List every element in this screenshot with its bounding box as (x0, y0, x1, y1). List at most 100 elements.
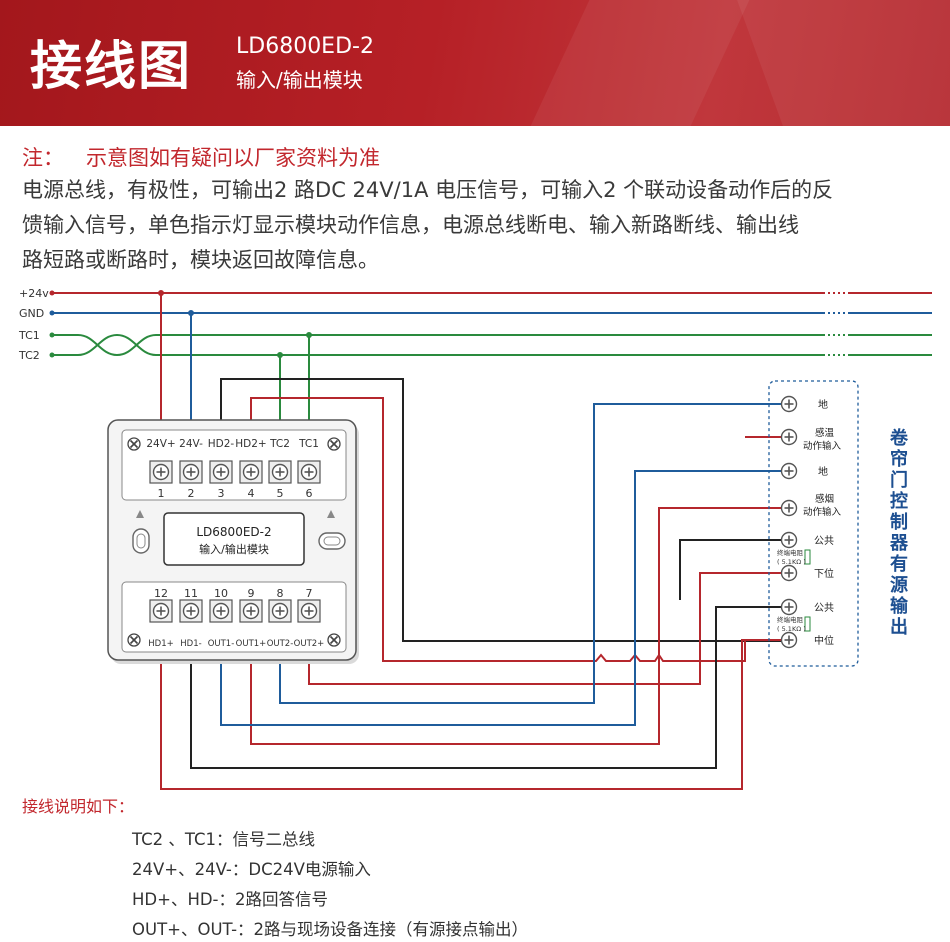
terminal-number: 9 (248, 587, 255, 600)
device-terminal-label: 动作输入 (803, 506, 842, 518)
device-terminal-screw-icon (780, 631, 798, 649)
device-terminal-screw-icon (780, 564, 798, 582)
indicator-arrow-icon (136, 510, 144, 518)
bus-connections (158, 290, 312, 424)
device-terminal-label: 地 (818, 465, 828, 478)
device-terminal-label: 感烟 (815, 493, 834, 505)
terminal-number: 1 (158, 487, 165, 500)
bus-tc1-line (52, 334, 825, 357)
device-name: 卷帘门控制器有源输出 (890, 428, 908, 638)
device-terminal-label: 公共 (814, 602, 834, 614)
device-terminal-screw-icon (780, 395, 798, 413)
resistor-icon (804, 616, 811, 632)
module-display (163, 512, 305, 566)
terminal-number: 2 (188, 487, 195, 500)
terminal-number: 10 (214, 587, 228, 600)
terminal-number: 4 (248, 487, 255, 500)
model-number: LD6800ED-2 (236, 34, 374, 59)
bus-label-24v: +24v (19, 287, 49, 300)
terminal-label: OUT1- (208, 639, 235, 649)
bus-end-dot (49, 310, 55, 316)
resistor-label: 终端电阻 (777, 615, 804, 624)
device-terminal-label: 下位 (814, 567, 834, 580)
module: 24V+ 24V- HD2- HD2+ TC2 TC1 1 2 3 4 5 6 … (107, 419, 359, 664)
wire-out2-plus (308, 572, 795, 685)
terminal-screw-icon (212, 602, 230, 620)
terminal-number: 12 (154, 587, 168, 600)
junction-dot (277, 352, 283, 358)
terminal-screw-icon (300, 602, 318, 620)
bus-end-dot (49, 290, 55, 296)
explanation-item: HD+、HD-：2路回答信号 (132, 890, 329, 909)
terminal-screw-icon (212, 463, 230, 481)
bus-tc2-line (52, 333, 825, 356)
terminal-label: OUT1+ (236, 639, 267, 649)
mount-screw-icon (327, 633, 341, 647)
feedback-wires (220, 378, 795, 662)
terminal-screw-icon (182, 602, 200, 620)
led-indicator (318, 532, 346, 550)
device-terminal-label: 公共 (814, 535, 834, 547)
banner-decoration (530, 0, 750, 126)
bus-label-gnd: GND (19, 307, 44, 320)
terminal-number: 8 (277, 587, 284, 600)
note-text: 示意图如有疑问以厂家资料为准 (86, 146, 380, 170)
indicator-arrow-icon (327, 510, 335, 518)
terminal-number: 5 (277, 487, 284, 500)
terminal-label: HD1- (180, 639, 201, 649)
bus-lines: +24v GND TC1 TC2 (18, 287, 932, 362)
explanation-item: TC2 、TC1：信号二总线 (132, 830, 316, 849)
device-terminal-screw-icon (780, 598, 798, 616)
terminal-label: 24V+ (146, 438, 175, 450)
mount-screw-icon (127, 633, 141, 647)
terminal-screw-icon (242, 463, 260, 481)
resistor-label: 终端电阻 (777, 548, 804, 557)
device-terminal-label: 动作输入 (803, 440, 842, 452)
bus-label-tc2: TC2 (18, 349, 40, 362)
wiring-diagram: +24v GND TC1 TC2 (18, 287, 932, 790)
wire-hd2-plus (250, 397, 795, 662)
header-banner: 接线图 LD6800ED-2 输入/输出模块 (0, 0, 950, 126)
device-terminal-box: 地 感温 动作输入 地 感烟 动作输入 公共 下位 公共 中位 终端电阻 ( 5… (768, 380, 859, 667)
note-label: 注： (22, 146, 64, 170)
device-terminal-screw-icon (780, 531, 798, 549)
led-indicator-inner (323, 536, 341, 546)
wire-hd1-minus (190, 606, 795, 769)
terminal-screw-icon (271, 602, 289, 620)
terminal-label: OUT2+ (294, 639, 325, 649)
terminal-label: OUT2- (267, 639, 294, 649)
device-box-border (768, 380, 859, 667)
led-indicator (132, 528, 150, 554)
terminal-label: HD2- (208, 438, 235, 450)
terminal-label: TC1 (298, 438, 319, 450)
terminal-number: 7 (306, 587, 313, 600)
terminal-label: TC2 (269, 438, 290, 450)
device-terminal-label: 感温 (815, 427, 835, 439)
terminal-screw-icon (300, 463, 318, 481)
terminal-screw-icon (152, 602, 170, 620)
device-terminal-screw-icon (780, 462, 798, 480)
terminal-screw-icon (152, 463, 170, 481)
junction-dot (188, 310, 194, 316)
explanation-item: 24V+、24V-：DC24V电源输入 (132, 860, 371, 879)
terminal-screw-icon (242, 602, 260, 620)
terminal-number: 6 (306, 487, 313, 500)
banner-decoration (737, 0, 950, 126)
resistor-value: ( 5.1KΩ ) (777, 625, 806, 633)
terminal-label: 24V- (179, 438, 203, 450)
device-terminal-screw-icon (780, 428, 798, 446)
device-terminal-label: 地 (818, 398, 828, 411)
page-title: 接线图 (30, 37, 193, 97)
wire-out1-plus (250, 507, 795, 745)
device-terminal-label: 中位 (814, 634, 834, 647)
display-desc: 输入/输出模块 (199, 542, 269, 556)
terminal-number: 11 (184, 587, 198, 600)
device-terminal-screw-icon (780, 499, 798, 517)
bus-end-dot (49, 352, 55, 358)
description: 电源总线，有极性，可输出2 路DC 24V/1A 电压信号，可输入2 个联动设备… (22, 173, 932, 278)
bus-label-tc1: TC1 (18, 329, 40, 342)
terminal-number: 3 (218, 487, 225, 500)
terminal-label: HD2+ (235, 438, 266, 450)
wire-hd2-minus (220, 378, 795, 642)
wire-hd1-plus (160, 639, 795, 790)
